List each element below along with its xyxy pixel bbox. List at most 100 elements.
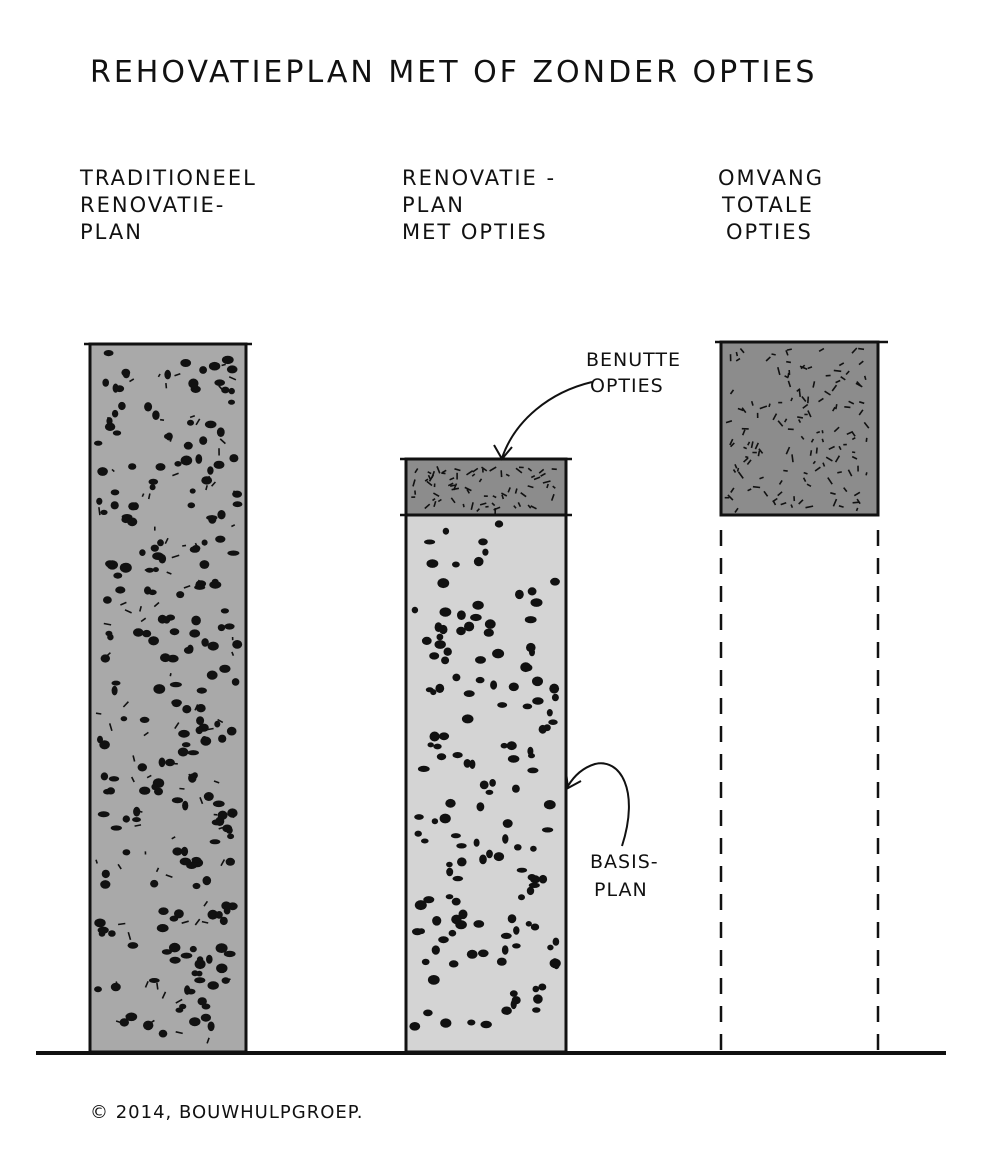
texture-dot [122,815,130,823]
texture-dot [232,640,243,649]
heading-line: PLAN [402,193,465,217]
texture-dot [433,743,442,750]
texture-dot [169,915,179,922]
texture-dot [115,385,125,393]
texture-dash [739,347,745,354]
texture-dash [194,542,200,550]
texture-dash [464,486,472,492]
texture-dash [741,429,746,436]
texture-dash [814,466,821,472]
texture-dot [169,681,182,688]
texture-dot [223,950,236,958]
texture-dot [187,419,194,426]
texture-dot [414,814,424,820]
texture-dot [177,747,189,757]
texture-dash [791,454,794,463]
texture-dash [471,473,476,477]
texture-dot [553,961,560,970]
texture-dash [221,363,226,367]
texture-dash [802,477,807,482]
texture-dash [853,491,861,497]
texture-dot [532,676,543,687]
texture-dot [197,997,207,1006]
texture-dot [181,846,189,857]
texture-dash [132,755,136,762]
texture-dot [207,981,219,990]
texture-dash [752,485,761,489]
texture-dot [97,735,103,744]
texture-dot [427,742,434,748]
texture-dash [533,476,541,481]
texture-dash [451,487,460,491]
texture-dash [783,469,788,472]
texture-dot [467,1019,476,1026]
texture-dot [97,811,110,818]
texture-dash [835,404,838,410]
texture-dash [730,442,735,448]
texture-dot [446,861,453,868]
texture-dot [94,440,103,446]
texture-dash [747,488,752,492]
texture-dot [482,548,489,556]
used-options-hatching [411,466,557,516]
texture-dot [466,949,478,959]
texture-dot [176,591,185,599]
texture-dot [187,502,196,509]
texture-dot [538,724,547,734]
texture-dot [479,780,489,790]
texture-dash [450,484,456,487]
texture-dash [127,931,132,941]
texture-dash [527,485,534,489]
texture-dot [191,970,199,977]
texture-dot [434,640,446,649]
texture-dash [129,378,135,383]
texture-dot [508,682,519,692]
texture-dot [215,911,223,919]
texture-dot [532,1007,541,1013]
texture-dot [182,705,192,714]
texture-dash [787,372,790,378]
texture-dash [188,773,193,779]
texture-dot [119,562,132,573]
texture-dot [100,772,109,781]
texture-dash [838,362,845,367]
texture-dot [133,628,144,637]
texture-dash [737,407,744,412]
texture-dot [169,942,181,953]
traditional-plan-speckle [94,350,243,1044]
texture-dot [436,753,447,761]
texture-dot [201,638,209,647]
texture-dash [729,438,734,446]
texture-dot [464,621,475,632]
texture-dash [803,471,808,475]
texture-dot [221,386,230,394]
texture-dot [164,369,171,380]
texture-dash [772,497,778,503]
texture-dot [171,797,184,804]
texture-dash [807,410,812,418]
texture-dot [543,800,556,810]
texture-dash [747,441,751,446]
texture-dot [196,716,205,725]
texture-dash [784,418,788,423]
texture-dot [110,489,120,496]
texture-dot [451,897,461,906]
texture-dot [221,355,234,365]
texture-dash [863,421,870,429]
texture-dot [475,676,485,684]
texture-dash [809,450,813,456]
texture-dash [797,419,802,423]
texture-dot [102,378,109,387]
column-heading-traditional: TRADITIONEEL RENOVATIE- PLAN [79,166,255,244]
texture-dash [835,379,841,384]
texture-dot [424,539,436,545]
texture-dash [155,867,160,873]
texture-dot [158,1029,168,1038]
texture-dot [103,788,112,795]
texture-dot [113,572,123,579]
texture-dot [152,567,159,573]
texture-dot [211,819,222,826]
texture-dash [195,418,201,426]
texture-dash [838,505,844,508]
texture-dash [802,403,809,409]
